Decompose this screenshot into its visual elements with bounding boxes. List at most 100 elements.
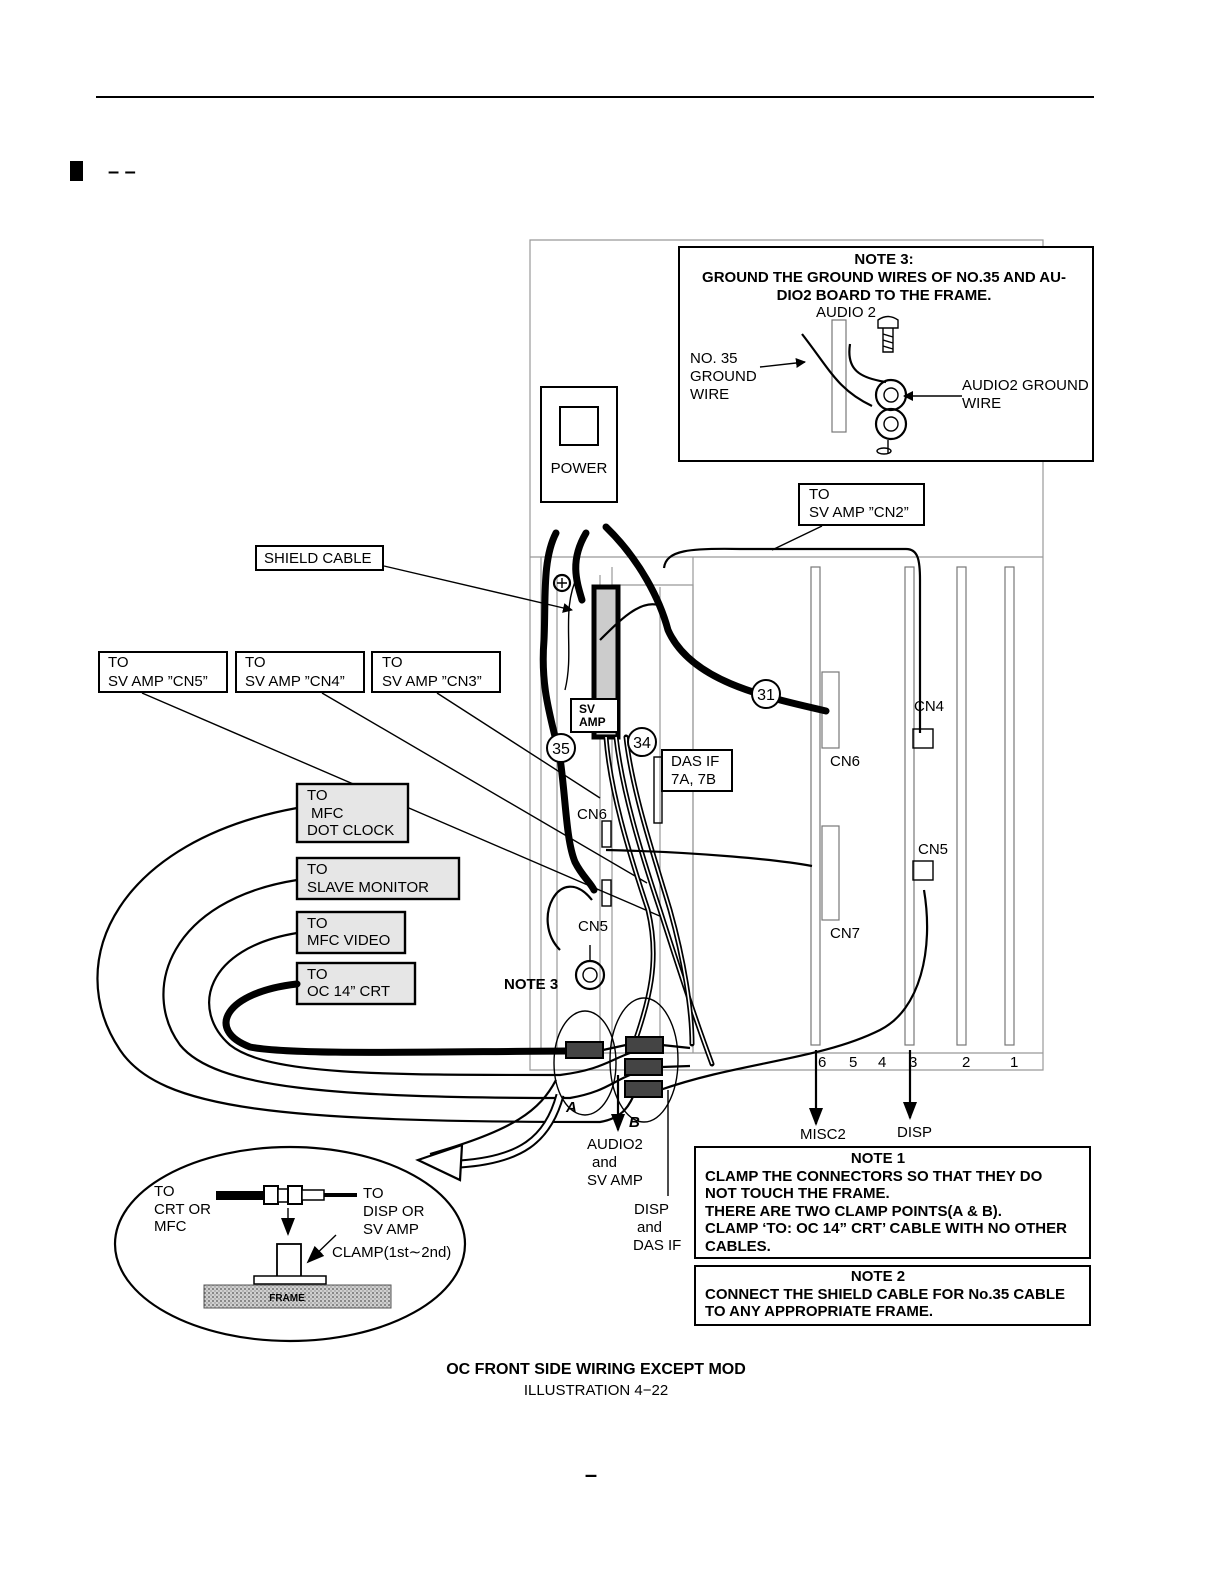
inset-right-l2: DISP OR <box>363 1203 425 1220</box>
note2-l2: TO ANY APPROPRIATE FRAME. <box>705 1303 933 1320</box>
callout-cn2: TO SV AMP ”CN2” <box>771 483 925 551</box>
callout-shield-cable: SHIELD CABLE <box>255 545 573 613</box>
note2-title: NOTE 2 <box>851 1268 905 1285</box>
dasif-l1: DAS IF <box>671 753 719 770</box>
dest-slave-monitor: TO SLAVE MONITOR <box>295 856 461 901</box>
label-audio2-l1: AUDIO2 <box>587 1136 643 1153</box>
caption-title: OC FRONT SIDE WIRING EXCEPT MOD <box>446 1361 746 1378</box>
note3-audio2gnd-2: WIRE <box>962 395 1001 412</box>
caption-number: ILLUSTRATION 4−22 <box>524 1382 668 1399</box>
note3-no35-3: WIRE <box>690 386 729 403</box>
label-cn4-right: CN4 <box>914 698 944 715</box>
note3-no35-2: GROUND <box>690 368 757 385</box>
inset-frame-label: FRAME <box>269 1293 305 1304</box>
label-audio2-l3: SV AMP <box>587 1172 643 1189</box>
ground-lug <box>574 945 606 991</box>
slot-4: 4 <box>878 1054 886 1071</box>
note1-box: NOTE 1 CLAMP THE CONNECTORS SO THAT THEY… <box>694 1146 1091 1259</box>
section-mark <box>70 161 83 181</box>
slot-2: 2 <box>962 1054 970 1071</box>
callout-cn5-l2: SV AMP ”CN5” <box>108 673 208 690</box>
inset-right-l3: SV AMP <box>363 1221 419 1238</box>
slot-3: 3 <box>909 1054 917 1071</box>
note2-box: NOTE 2 CONNECT THE SHIELD CABLE FOR No.3… <box>694 1265 1091 1326</box>
label-disp-l1: DISP <box>634 1201 669 1218</box>
callout-cn3-l1: TO <box>382 654 403 671</box>
shield-ground-screw <box>552 573 572 593</box>
cable31-label: 31 <box>757 687 775 704</box>
dest-mfc-dot-clock: TO MFC DOT CLOCK <box>295 782 410 844</box>
callout-cn5-l1: TO <box>108 654 129 671</box>
wire-bundle <box>546 547 929 1092</box>
clamp-area-a <box>553 1010 617 1116</box>
cable34-label: 34 <box>633 735 651 752</box>
callout-cn2-l1: TO <box>809 486 830 503</box>
slot-1: 1 <box>1010 1054 1018 1071</box>
note1-l1: CLAMP THE CONNECTORS SO THAT THEY DO <box>705 1168 1043 1185</box>
clamp-area-b <box>609 997 679 1123</box>
inset-clamp-label: CLAMP(1st∼2nd) <box>332 1244 451 1261</box>
dest-mfc-dot-l3: DOT CLOCK <box>307 822 394 839</box>
inset-left-l3: MFC <box>154 1218 187 1235</box>
note1-title: NOTE 1 <box>851 1150 905 1167</box>
label-disp-l2: and <box>637 1219 662 1236</box>
cable35-label: 35 <box>552 741 570 758</box>
dest-slave-l2: SLAVE MONITOR <box>307 879 429 896</box>
inset-left-l1: TO <box>154 1183 175 1200</box>
label-cn6-left: CN6 <box>577 806 607 823</box>
dest-slave-l1: TO <box>307 861 328 878</box>
sv-amp-l1: SV <box>579 702 595 716</box>
note1-l3: THERE ARE TWO CLAMP POINTS(A & B). <box>705 1203 1002 1220</box>
dest-oc14-l2: OC 14” CRT <box>307 983 390 1000</box>
label-note3-ref: NOTE 3 <box>504 976 558 993</box>
callout-cn3-l2: SV AMP ”CN3” <box>382 673 482 690</box>
dest-oc14-l1: TO <box>307 966 328 983</box>
note3-no35-1: NO. 35 <box>690 350 738 367</box>
note1-l2: NOT TOUCH THE FRAME. <box>705 1185 890 1202</box>
callout-cn2-l2: SV AMP ”CN2” <box>809 504 909 521</box>
label-cn7-mid: CN7 <box>830 925 860 942</box>
inset-frame-plate <box>203 1284 392 1309</box>
note3-line2: DIO2 BOARD TO THE FRAME. <box>777 287 992 304</box>
label-cn5-left: CN5 <box>578 918 608 935</box>
callout-das-if: DAS IF 7A, 7B <box>661 749 733 792</box>
label-cn6-mid: CN6 <box>830 753 860 770</box>
footer-dash: – <box>585 1462 597 1487</box>
loop-cables <box>96 806 637 1156</box>
slot-5: 5 <box>849 1054 857 1071</box>
cable-markers: 31 34 35 <box>546 679 781 763</box>
note3-line1: GROUND THE GROUND WIRES OF NO.35 AND AU- <box>702 269 1066 286</box>
note3-audio2: AUDIO 2 <box>816 304 876 321</box>
callout-shield-text: SHIELD CABLE <box>264 550 372 567</box>
note3-title: NOTE 3: <box>854 251 913 268</box>
dest-mfcvid-l1: TO <box>307 915 328 932</box>
dest-mfc-video: TO MFC VIDEO <box>295 910 407 955</box>
callout-cn4: TO SV AMP ”CN4” <box>235 651 648 884</box>
label-cn5-right: CN5 <box>918 841 948 858</box>
dest-oc14-crt: TO OC 14” CRT <box>295 961 417 1006</box>
slot-numbers: 6 5 4 3 2 1 <box>818 1054 1018 1071</box>
label-clamp-b: B <box>629 1114 640 1131</box>
callout-cn3: TO SV AMP ”CN3” <box>371 651 601 799</box>
label-disp: DISP <box>897 1124 932 1141</box>
callout-cn4-l1: TO <box>245 654 266 671</box>
callout-sv-amp: SV AMP <box>570 698 619 733</box>
slot-6: 6 <box>818 1054 826 1071</box>
power-label: POWER <box>551 460 608 477</box>
inset-left-l2: CRT OR <box>154 1201 211 1218</box>
inset-arrow-inner <box>459 1094 563 1167</box>
power-switch: POWER <box>540 386 618 503</box>
label-disp-l3: DAS IF <box>633 1237 681 1254</box>
note3-box: NOTE 3: GROUND THE GROUND WIRES OF NO.35… <box>678 246 1094 462</box>
label-clamp-a: A <box>565 1099 577 1116</box>
dest-mfc-dot-l1: TO <box>307 787 328 804</box>
note2-l1: CONNECT THE SHIELD CABLE FOR No.35 CABLE <box>705 1286 1065 1303</box>
clamp-inset: TO CRT OR MFC TO DISP OR SV AMP CLAMP(1s… <box>113 1145 467 1343</box>
sv-amp-l2: AMP <box>579 715 606 729</box>
note1-l4: CLAMP ‘TO: OC 14” CRT’ CABLE WITH NO OTH… <box>705 1220 1067 1237</box>
dest-mfcvid-l2: MFC VIDEO <box>307 932 390 949</box>
note3-audio2gnd-1: AUDIO2 GROUND <box>962 377 1089 394</box>
dest-mfc-dot-l2: MFC <box>311 805 344 822</box>
inset-right-l1: TO <box>363 1185 384 1202</box>
